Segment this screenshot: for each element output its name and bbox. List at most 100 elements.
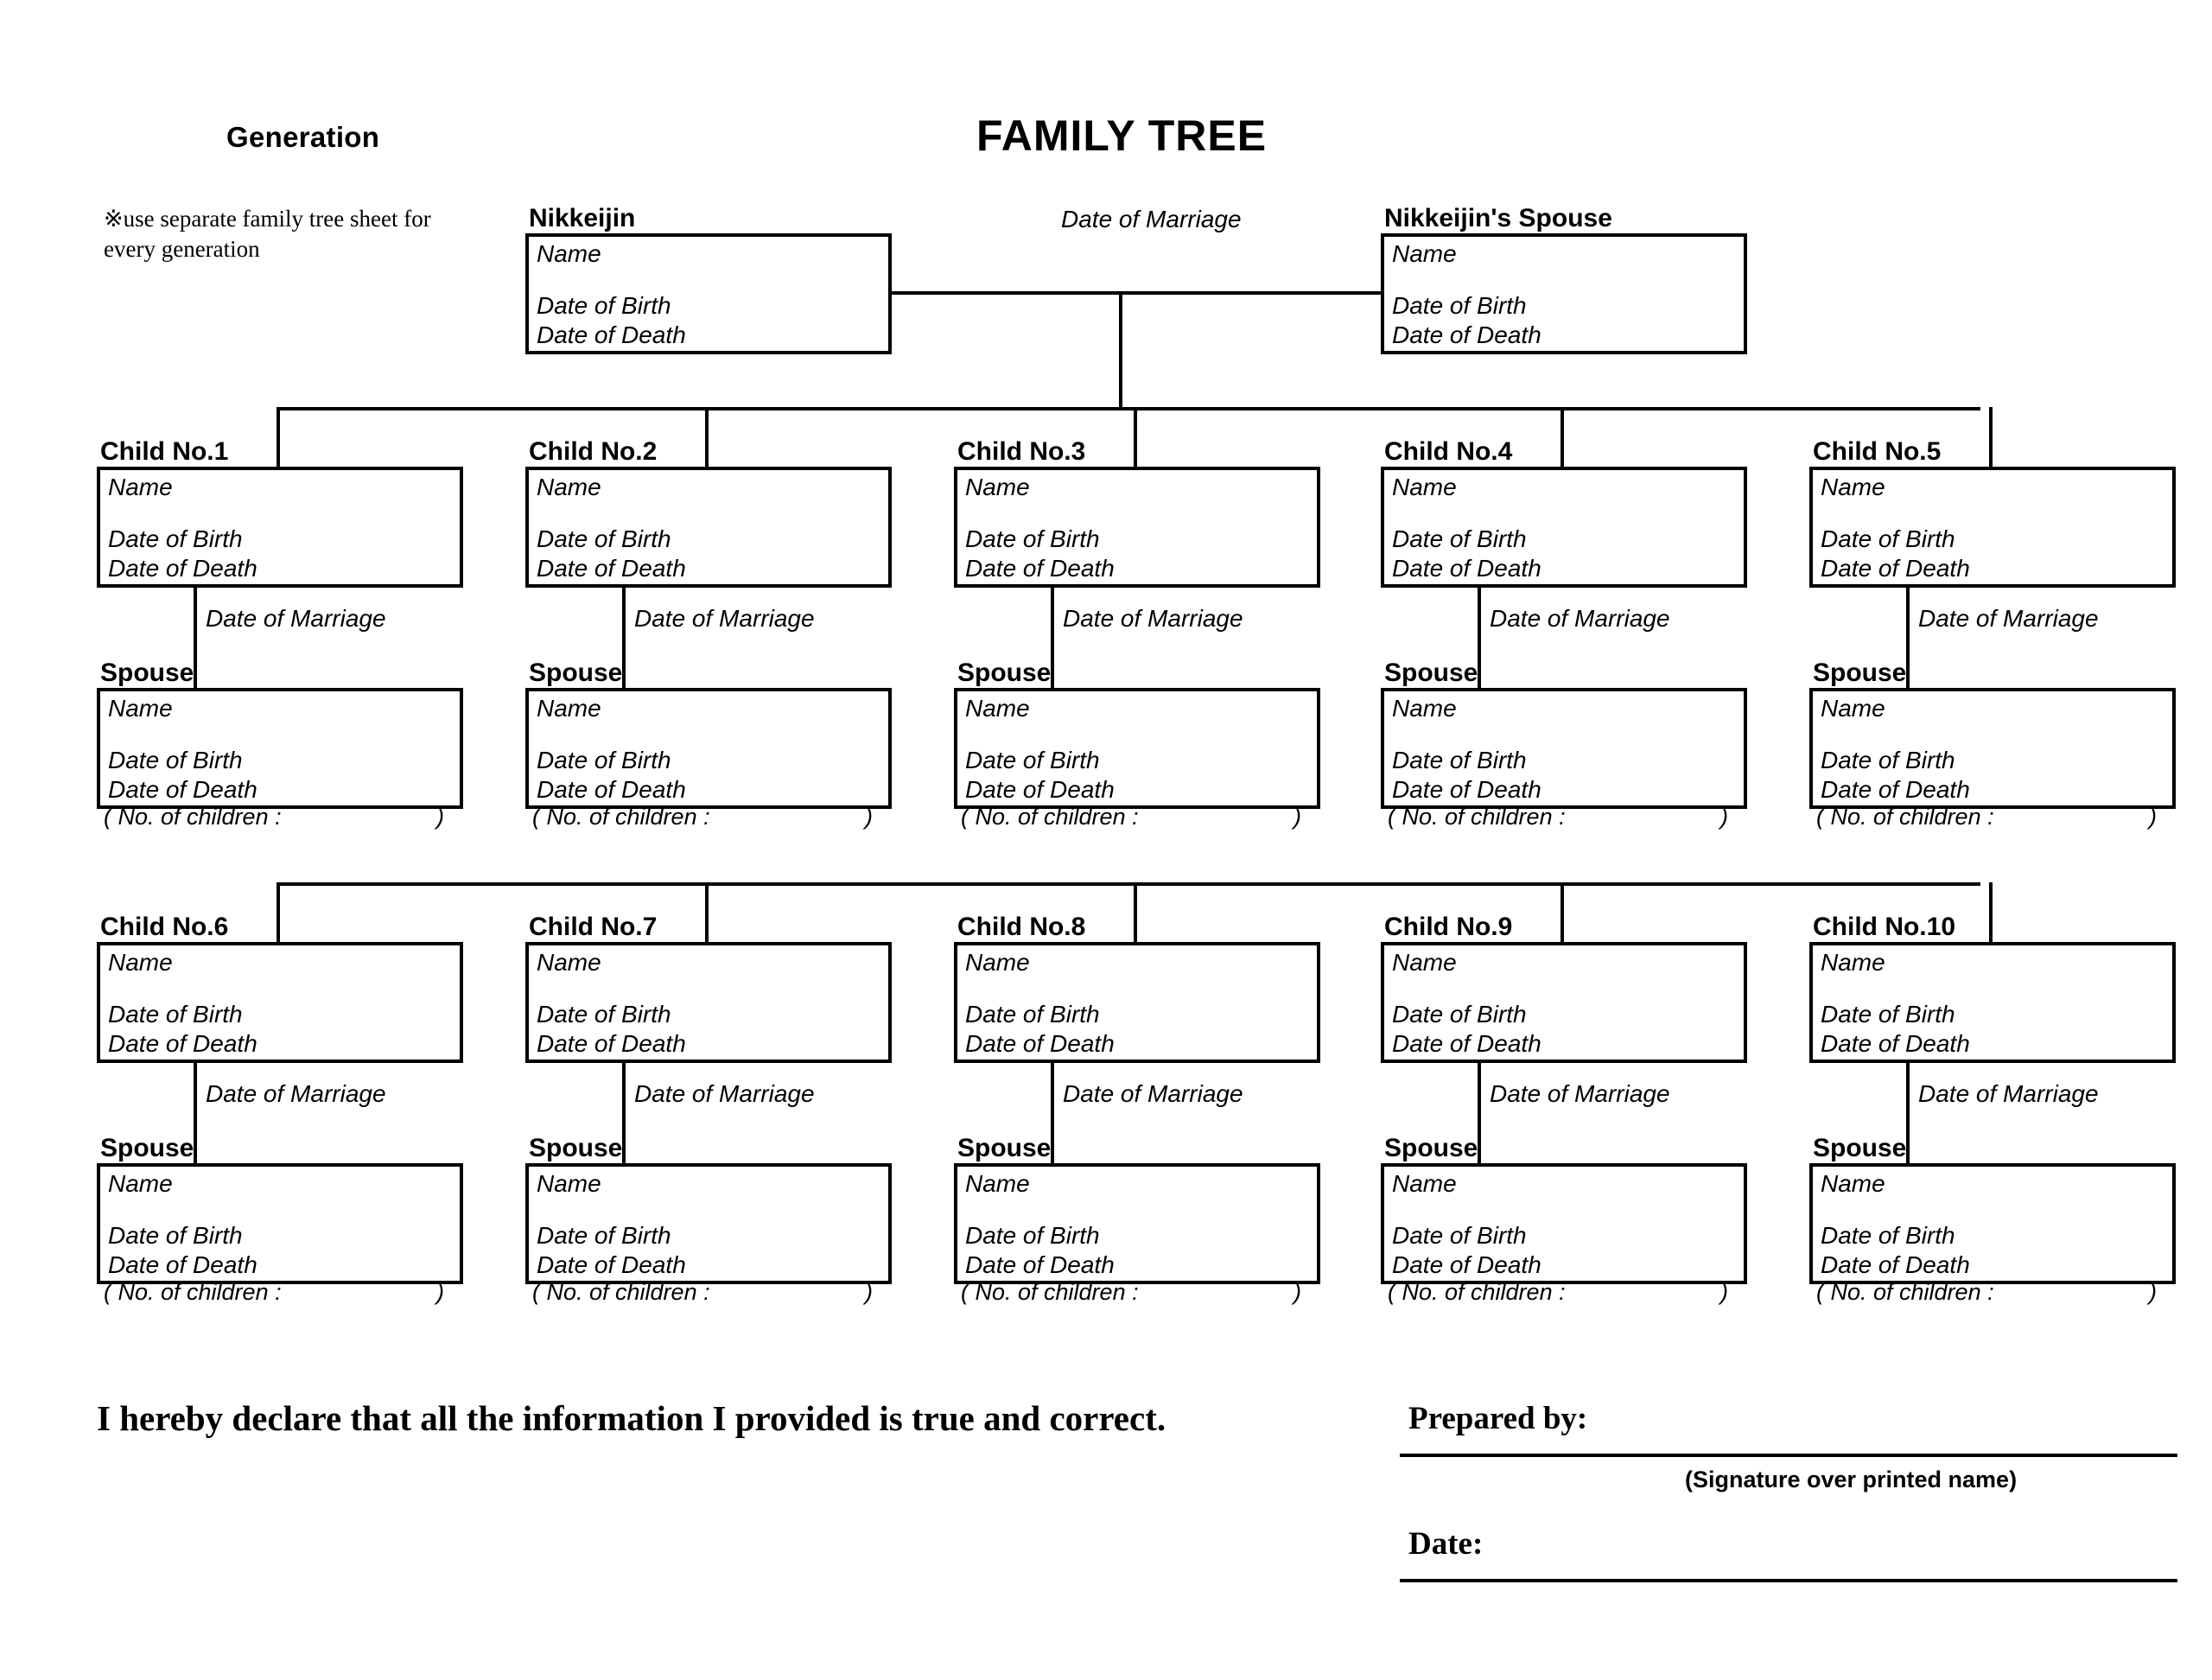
child-7-name-field[interactable]: Name bbox=[537, 949, 601, 976]
child-9-spouse-dod-field[interactable]: Date of Death bbox=[1392, 1251, 1541, 1278]
child-7-children-count[interactable]: ( No. of children :) bbox=[532, 1279, 873, 1306]
child-9-children-count[interactable]: ( No. of children :) bbox=[1388, 1279, 1728, 1306]
child-8-dod-field[interactable]: Date of Death bbox=[965, 1030, 1115, 1057]
nikkeijin-spouse-dod-field[interactable]: Date of Death bbox=[1392, 321, 1541, 348]
child-10-name-field[interactable]: Name bbox=[1821, 949, 1885, 976]
child-5-dob-field[interactable]: Date of Birth bbox=[1821, 525, 1955, 552]
child-6-spouse-dob-field[interactable]: Date of Birth bbox=[108, 1222, 243, 1249]
child-9-dod-field[interactable]: Date of Death bbox=[1392, 1030, 1541, 1057]
nikkeijin-dod-field[interactable]: Date of Death bbox=[537, 321, 686, 348]
child-8-name-field[interactable]: Name bbox=[965, 949, 1030, 976]
child-5-dod-field[interactable]: Date of Death bbox=[1821, 555, 1970, 582]
child-8-children-count[interactable]: ( No. of children :) bbox=[961, 1279, 1301, 1306]
child-2-children-count[interactable]: ( No. of children :) bbox=[532, 804, 873, 830]
signature-line[interactable] bbox=[1400, 1454, 2177, 1457]
child-2-dob-field[interactable]: Date of Birth bbox=[537, 525, 671, 552]
nikkeijin-spouse-dob-field[interactable]: Date of Birth bbox=[1392, 292, 1527, 319]
child-10-children-count[interactable]: ( No. of children :) bbox=[1816, 1279, 2157, 1306]
child-1-name-field[interactable]: Name bbox=[108, 474, 173, 500]
child-4-spouse-name-field[interactable]: Name bbox=[1392, 695, 1457, 722]
nikkeijin-spouse-box[interactable]: Name Date of Birth Date of Death bbox=[1381, 233, 1747, 354]
child-8-dob-field[interactable]: Date of Birth bbox=[965, 1001, 1100, 1028]
child-8-spouse-dod-field[interactable]: Date of Death bbox=[965, 1251, 1115, 1278]
child-1-dob-field[interactable]: Date of Birth bbox=[108, 525, 243, 552]
child-7-spouse-name-field[interactable]: Name bbox=[537, 1170, 601, 1197]
child-3-dob-field[interactable]: Date of Birth bbox=[965, 525, 1100, 552]
child-6-name-field[interactable]: Name bbox=[108, 949, 173, 976]
child-4-spouse-dob-field[interactable]: Date of Birth bbox=[1392, 747, 1527, 773]
child-7-dod-field[interactable]: Date of Death bbox=[537, 1030, 686, 1057]
child-7-spouse-dob-field[interactable]: Date of Birth bbox=[537, 1222, 671, 1249]
child-9-dob-field[interactable]: Date of Birth bbox=[1392, 1001, 1527, 1028]
child-10-spouse-dod-field[interactable]: Date of Death bbox=[1821, 1251, 1970, 1278]
nikkeijin-dob-field[interactable]: Date of Birth bbox=[537, 292, 671, 319]
child-5-spouse-name-field[interactable]: Name bbox=[1821, 695, 1885, 722]
child-6-dod-field[interactable]: Date of Death bbox=[108, 1030, 257, 1057]
date-line[interactable] bbox=[1400, 1579, 2177, 1582]
child-4-dod-field[interactable]: Date of Death bbox=[1392, 555, 1541, 582]
nikkeijin-box[interactable]: Name Date of Birth Date of Death bbox=[525, 233, 892, 354]
child-9-spouse-dob-field[interactable]: Date of Birth bbox=[1392, 1222, 1527, 1249]
child-3-spouse-dod-field[interactable]: Date of Death bbox=[965, 776, 1115, 803]
child-5-spouse-dod-field[interactable]: Date of Death bbox=[1821, 776, 1970, 803]
child-8-spouse-name-field[interactable]: Name bbox=[965, 1170, 1030, 1197]
child-1-children-count[interactable]: ( No. of children :) bbox=[104, 804, 444, 830]
child-7-spouse-dod-field[interactable]: Date of Death bbox=[537, 1251, 686, 1278]
child-10-dob-field[interactable]: Date of Birth bbox=[1821, 1001, 1955, 1028]
child-4-dob-field[interactable]: Date of Birth bbox=[1392, 525, 1527, 552]
child-3-dod-field[interactable]: Date of Death bbox=[965, 555, 1115, 582]
child-1-spouse-dod-field[interactable]: Date of Death bbox=[108, 776, 257, 803]
child-9-name-field[interactable]: Name bbox=[1392, 949, 1457, 976]
child-5-children-count[interactable]: ( No. of children :) bbox=[1816, 804, 2157, 830]
child-10-dod-field[interactable]: Date of Death bbox=[1821, 1030, 1970, 1057]
child-1-spouse-dob-field[interactable]: Date of Birth bbox=[108, 747, 243, 773]
child-9-spouse-name-field[interactable]: Name bbox=[1392, 1170, 1457, 1197]
child-3-name-field[interactable]: Name bbox=[965, 474, 1030, 500]
child-6-children-count[interactable]: ( No. of children :) bbox=[104, 1279, 444, 1306]
child-3-children-count[interactable]: ( No. of children :) bbox=[961, 804, 1301, 830]
child-2-name-field[interactable]: Name bbox=[537, 474, 601, 500]
child-2-spouse-dod-field[interactable]: Date of Death bbox=[537, 776, 686, 803]
nikkeijin-spouse-name-field[interactable]: Name bbox=[1392, 240, 1457, 267]
child-3-spouse-dob-field[interactable]: Date of Birth bbox=[965, 747, 1100, 773]
child-4-name-field[interactable]: Name bbox=[1392, 474, 1457, 500]
child-2-spouse-name-field[interactable]: Name bbox=[537, 695, 601, 722]
child-8-spouse-dob-field[interactable]: Date of Birth bbox=[965, 1222, 1100, 1249]
child-5-spouse-dob-field[interactable]: Date of Birth bbox=[1821, 747, 1955, 773]
child-10-spouse-name-field[interactable]: Name bbox=[1821, 1170, 1885, 1197]
child-6-dob-field[interactable]: Date of Birth bbox=[108, 1001, 243, 1028]
nikkeijin-name-field[interactable]: Name bbox=[537, 240, 601, 267]
child-10-spouse-dob-field[interactable]: Date of Birth bbox=[1821, 1222, 1955, 1249]
child-3-spouse-name-field[interactable]: Name bbox=[965, 695, 1030, 722]
child-4-spouse-dod-field[interactable]: Date of Death bbox=[1392, 776, 1541, 803]
child-6-spouse-dod-field[interactable]: Date of Death bbox=[108, 1251, 257, 1278]
child-1-dod-field[interactable]: Date of Death bbox=[108, 555, 257, 582]
child-2-spouse-dob-field[interactable]: Date of Birth bbox=[537, 747, 671, 773]
child-5-name-field[interactable]: Name bbox=[1821, 474, 1885, 500]
child-1-spouse-name-field[interactable]: Name bbox=[108, 695, 173, 722]
child-7-dob-field[interactable]: Date of Birth bbox=[537, 1001, 671, 1028]
child-4-children-count[interactable]: ( No. of children :) bbox=[1388, 804, 1728, 830]
child-6-spouse-name-field[interactable]: Name bbox=[108, 1170, 173, 1197]
child-2-dod-field[interactable]: Date of Death bbox=[537, 555, 686, 582]
